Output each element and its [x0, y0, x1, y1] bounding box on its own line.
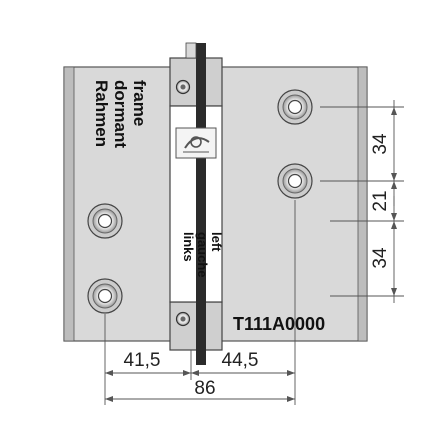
frame-label-fr: dormant: [111, 80, 130, 148]
left-hole-upper: [87, 203, 123, 239]
part-number: T111A0000: [233, 314, 325, 334]
left-leaf: [63, 66, 189, 342]
left-hole-lower: [87, 278, 123, 314]
dim-horizontal-right: 44,5: [222, 350, 259, 371]
dim-vertical-top: 34: [370, 133, 391, 155]
right-hole-lower: [277, 163, 313, 199]
knuckle-screw-top: [175, 79, 191, 95]
horizontal-dimensions: [104, 200, 296, 405]
dim-vertical-bottom: 34: [370, 247, 391, 269]
frame-label-en: frame: [130, 80, 149, 126]
right-hole-upper: [277, 89, 313, 125]
side-label-fr: gauche: [195, 232, 210, 278]
hinge-pin: [196, 43, 206, 365]
frame-label-de: Rahmen: [92, 80, 111, 147]
manufacturer-logo-icon: [175, 127, 217, 159]
dim-horizontal-left: 41,5: [124, 350, 161, 371]
knuckle-screw-bottom: [175, 311, 191, 327]
dim-vertical-mid: 21: [370, 190, 391, 211]
dim-horizontal-total: 86: [194, 378, 215, 399]
side-label-en: left: [209, 232, 224, 252]
vertical-dimension-arrows: [391, 107, 397, 296]
vertical-dimensions: [320, 100, 404, 303]
side-label-de: links: [181, 232, 196, 262]
horizontal-dimension-arrows: [105, 370, 295, 402]
